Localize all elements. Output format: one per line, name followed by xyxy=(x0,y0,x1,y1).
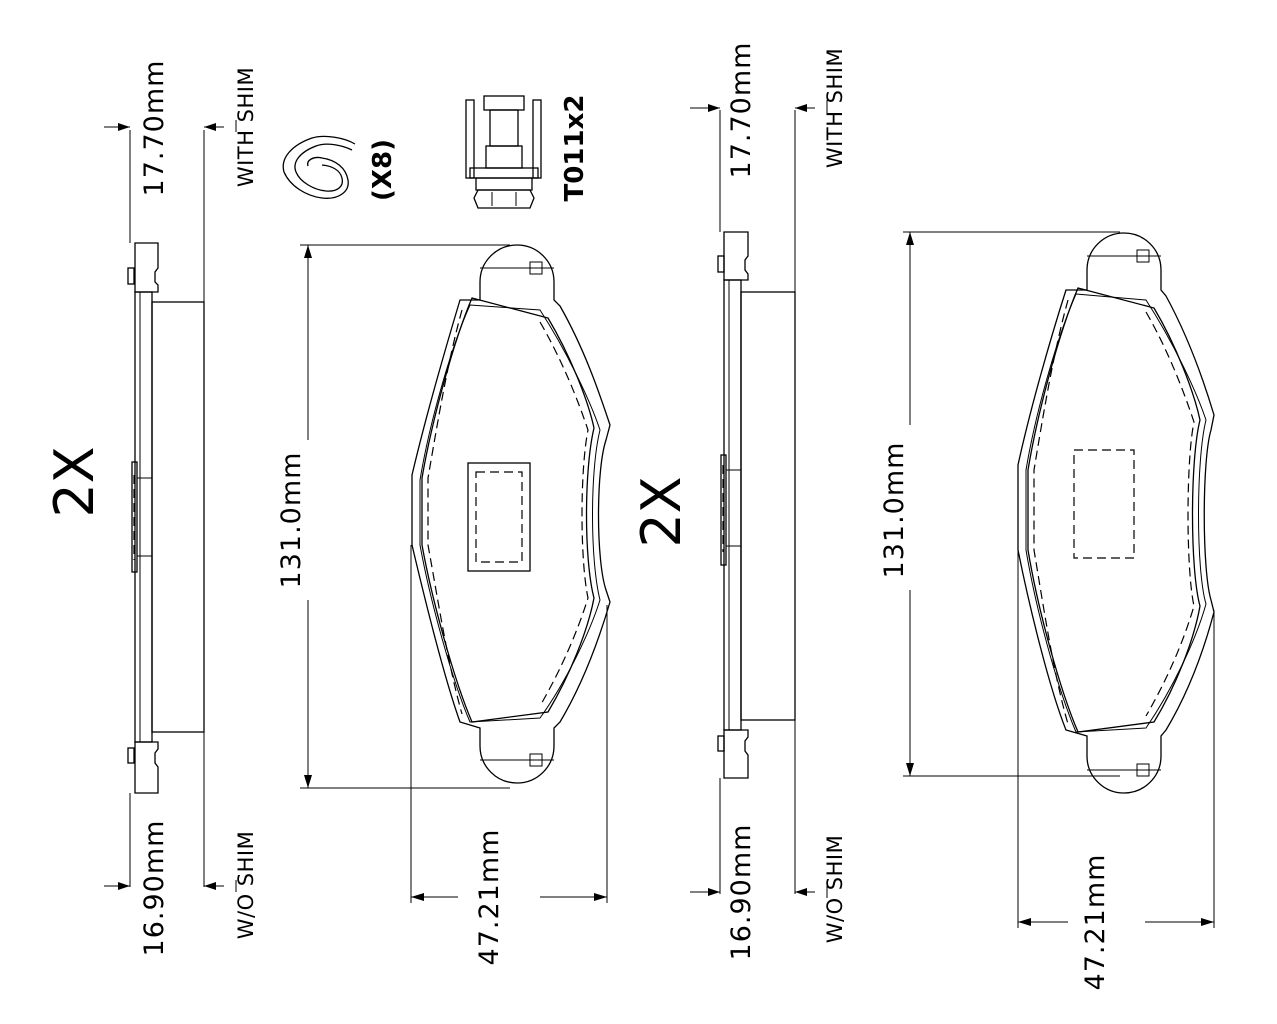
side-view: 17.70mm WITH SHIM 16.90mm W/O SHIM xyxy=(104,60,258,957)
right-group: 2X xyxy=(630,42,1215,991)
without-shim-label: W/O SHIM xyxy=(823,835,847,943)
without-shim-thickness: 16.90mm xyxy=(139,820,170,957)
front-view: 131.0mm 47.21mm xyxy=(276,244,611,966)
with-shim-label: WITH SHIM xyxy=(823,48,847,168)
side-view: 17.70mm WITH SHIM 16.90mm W/O SHIM xyxy=(690,42,847,961)
width-dimension: 47.21mm xyxy=(474,829,505,966)
front-view: 131.0mm 47.21mm xyxy=(879,231,1215,991)
quantity-label: 2X xyxy=(43,446,106,517)
left-group: 2X xyxy=(43,60,611,966)
with-shim-label: WITH SHIM xyxy=(234,67,258,187)
width-dimension: 47.21mm xyxy=(1080,854,1111,991)
wear-sensor-icon xyxy=(465,95,542,209)
with-shim-thickness: 17.70mm xyxy=(139,60,170,197)
anti-rattle-clip-icon xyxy=(282,135,356,199)
length-dimension: 131.0mm xyxy=(879,442,910,579)
quantity-label: 2X xyxy=(630,476,693,547)
length-dimension: 131.0mm xyxy=(276,452,307,589)
with-shim-thickness: 17.70mm xyxy=(726,42,757,179)
without-shim-thickness: 16.90mm xyxy=(726,824,757,961)
without-shim-label: W/O SHIM xyxy=(234,831,258,939)
sensor-part-label: T011x2 xyxy=(560,95,590,202)
clip-quantity: (X8) xyxy=(368,139,398,201)
